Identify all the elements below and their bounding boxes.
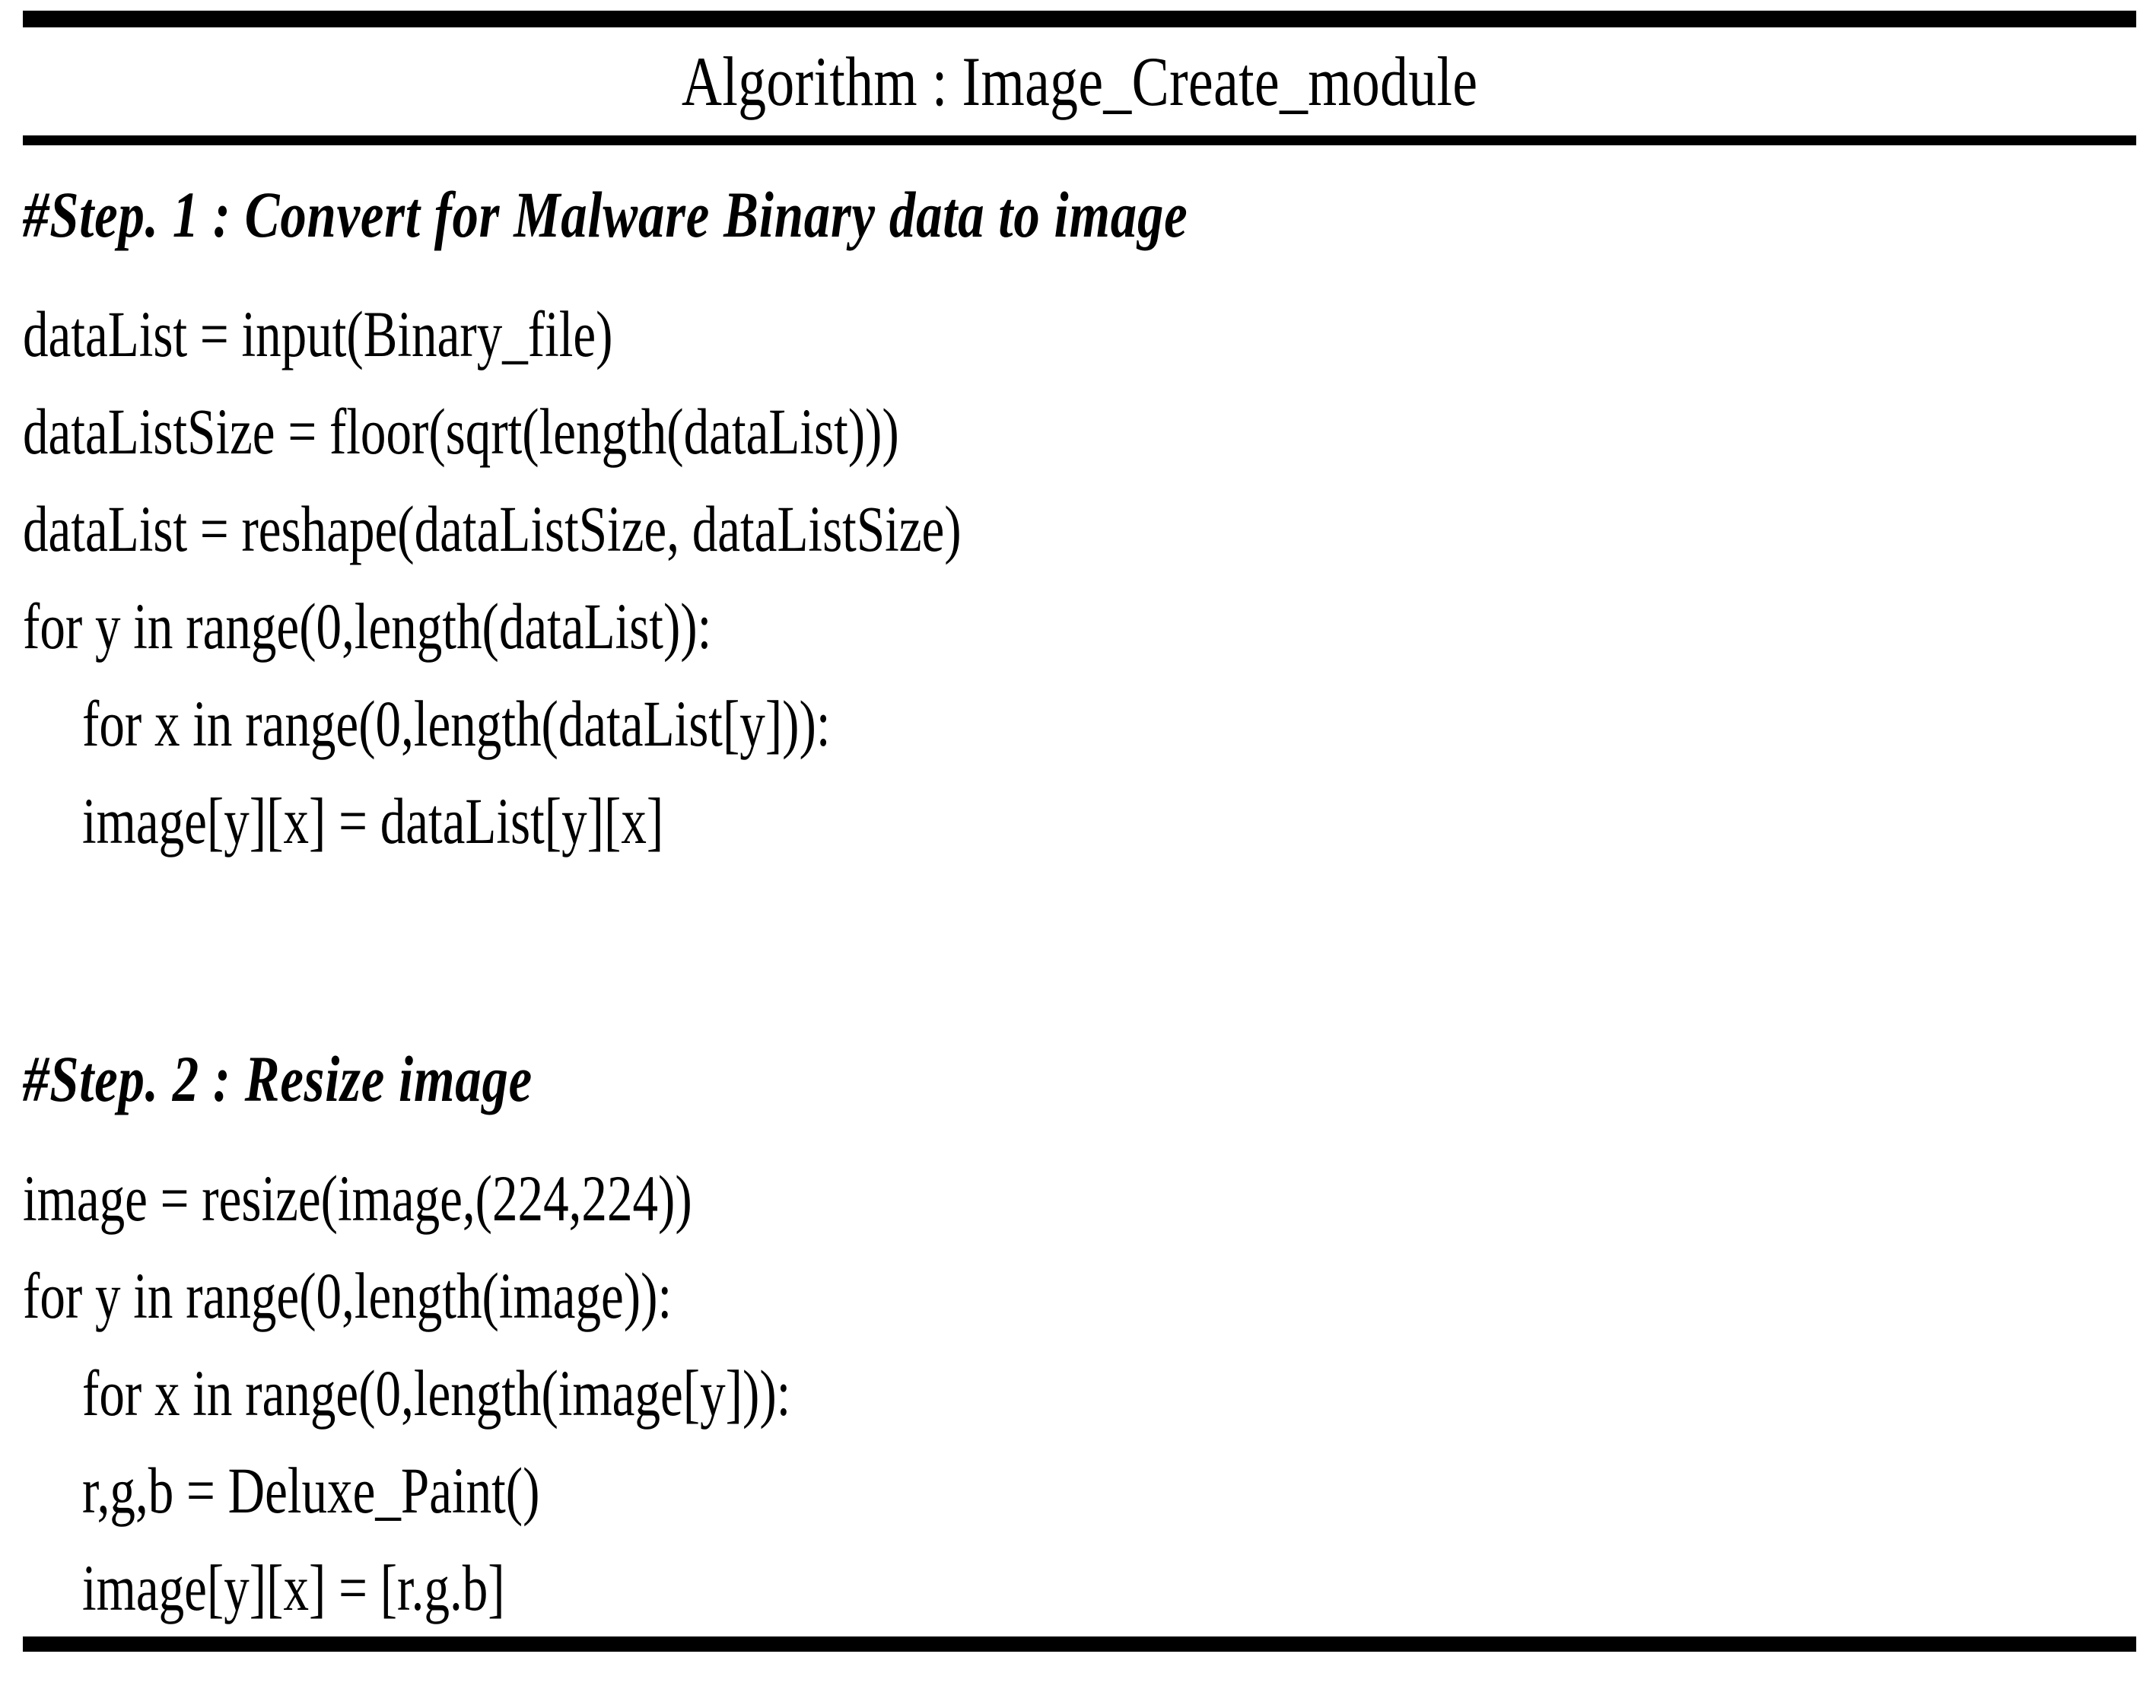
code-line: dataList = input(Binary_file)	[23, 297, 613, 371]
step-header-spacer-2	[23, 1128, 2136, 1150]
code-line: for x in range(0,length(image[y])):	[82, 1357, 791, 1430]
pseudocode-body: #Step. 1 : Convert for Malware Binary da…	[23, 145, 2136, 1636]
title-separator-rule	[23, 135, 2136, 145]
step-header-spacer-1	[23, 264, 2136, 285]
algorithm-box: Algorithm : Image_Create_module #Step. 1…	[23, 0, 2136, 1708]
algorithm-title: Algorithm : Image_Create_module	[681, 43, 1478, 120]
code-line: image = resize(image,(224,224))	[23, 1162, 692, 1235]
code-line: dataList = reshape(dataListSize, dataLis…	[23, 492, 962, 565]
code-line: for x in range(0,length(dataList[y])):	[82, 687, 831, 760]
bottom-rule	[23, 1636, 2136, 1652]
step-block-2: #Step. 2 : Resize image image = resize(i…	[23, 1029, 2136, 1636]
code-line: for y in range(0,length(dataList)):	[23, 590, 712, 663]
code-line: r,g,b = Deluxe_Paint()	[82, 1454, 540, 1527]
step-block-1: #Step. 1 : Convert for Malware Binary da…	[23, 165, 2136, 870]
code-line: dataListSize = floor(sqrt(length(dataLis…	[23, 395, 899, 468]
algorithm-title-row: Algorithm : Image_Create_module	[23, 27, 2136, 135]
top-rule	[23, 11, 2136, 27]
code-line: image[y][x] = dataList[y][x]	[82, 784, 664, 857]
section-spacer	[23, 870, 2136, 1029]
code-line: for y in range(0,length(image)):	[23, 1259, 673, 1332]
step-header-2: #Step. 2 : Resize image	[23, 1042, 533, 1115]
code-line: image[y][x] = [r.g.b]	[82, 1551, 505, 1624]
step-header-1: #Step. 1 : Convert for Malware Binary da…	[23, 178, 1188, 251]
